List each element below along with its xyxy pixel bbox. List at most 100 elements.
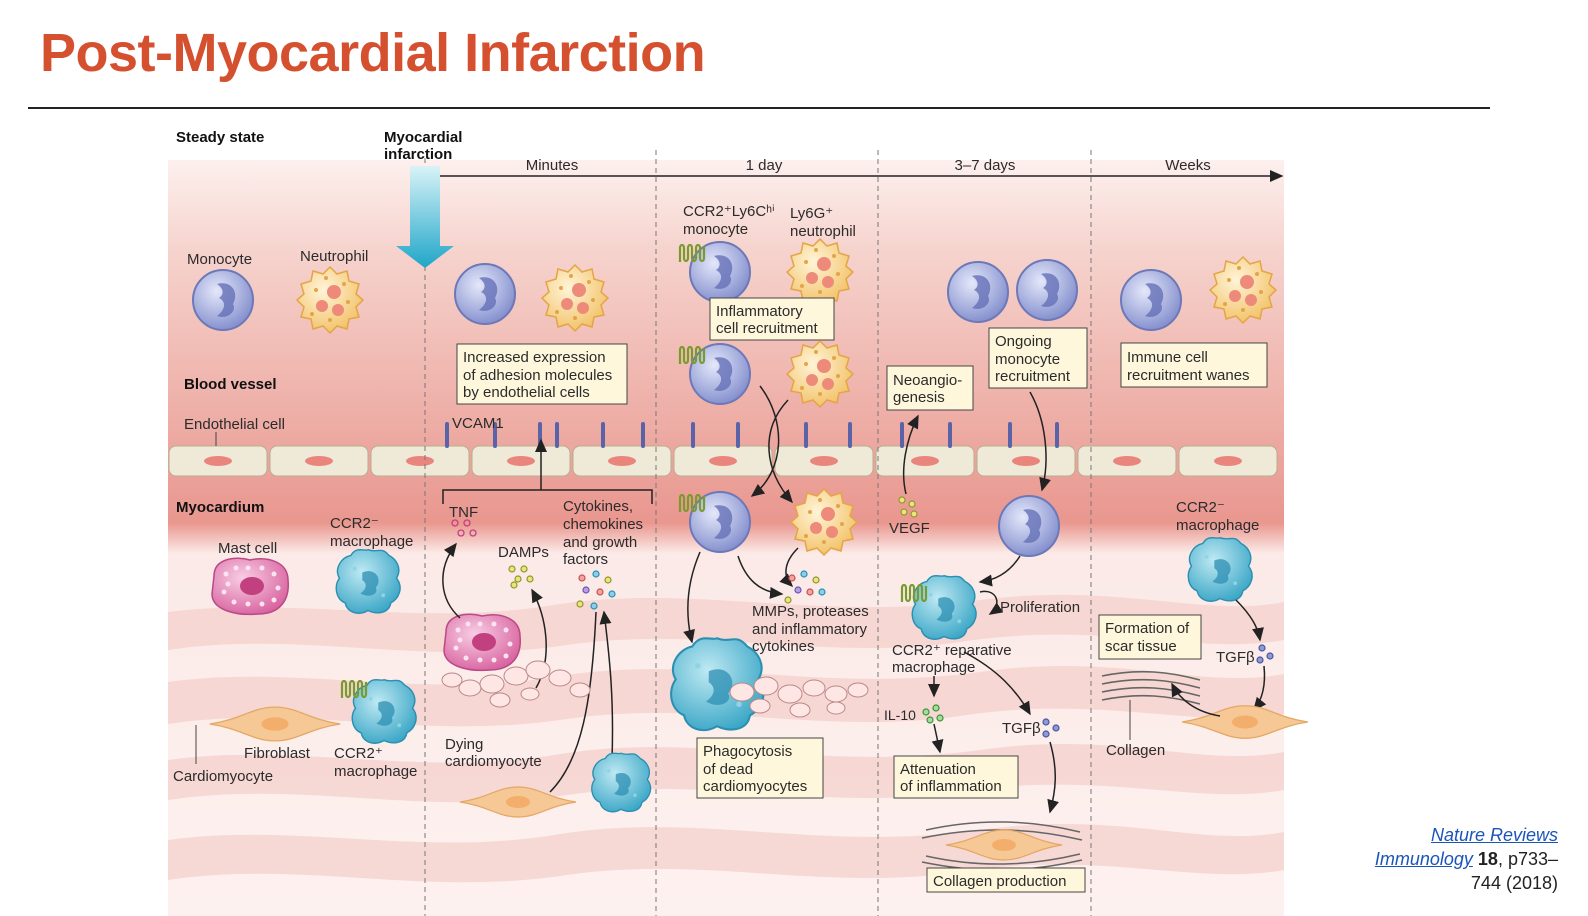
vegf-label: VEGF	[889, 520, 930, 537]
ccr2pos-macrophage	[591, 752, 652, 813]
fibroblast-label: Fibroblast	[244, 745, 311, 762]
vcam1-label: VCAM1	[452, 415, 504, 432]
mmps-label: and inflammatory	[752, 621, 868, 638]
ccr2-receptor	[340, 680, 368, 700]
timeline-minutes: Minutes	[526, 157, 579, 174]
collagen-label: Collagen	[1106, 742, 1165, 759]
cytokines-label: and growth	[563, 534, 637, 551]
il10-label: IL-10	[884, 707, 916, 723]
wanes-text: recruitment wanes	[1127, 367, 1250, 384]
citation-volume: 18	[1477, 849, 1498, 869]
adhesion-text: by endothelial cells	[463, 384, 590, 401]
tgfb-label: TGFβ	[1002, 720, 1041, 737]
reparative-label: CCR2⁺ reparative	[892, 642, 1012, 659]
ccr2neg-label-b: macrophage	[330, 533, 413, 550]
tnf-label: TNF	[449, 504, 478, 521]
ccr2-ly6c-label: CCR2⁺Ly6Cʰⁱ	[683, 203, 775, 220]
monocyte-cell	[454, 263, 516, 325]
vcam1-molecule	[948, 422, 952, 448]
cytokines-label: Cytokines,	[563, 498, 633, 515]
phagocytosis-text: cardiomyocytes	[703, 778, 807, 795]
neoangio-box	[886, 365, 974, 411]
neoangio-text: genesis	[893, 389, 945, 406]
endothelial-layer	[168, 422, 1278, 477]
vcam1-molecule	[1008, 422, 1012, 448]
timeline-3-7days: 3–7 days	[955, 157, 1016, 174]
inflammatory-box	[709, 297, 835, 341]
ongoing-text: recruitment	[995, 368, 1071, 385]
wanes-text: Immune cell	[1127, 349, 1208, 366]
ccr2pos-label-a: CCR2⁺	[334, 745, 383, 762]
attenuation-text: Attenuation	[900, 761, 976, 778]
citation-journal-line2: Immunology	[1374, 849, 1473, 869]
mast-cell-label: Mast cell	[218, 540, 277, 557]
ly6g-label: neutrophil	[790, 223, 856, 240]
scar-box	[1098, 614, 1202, 660]
phagocytosis-box	[696, 737, 824, 799]
attenuation-text: of inflammation	[900, 778, 1002, 795]
inflammatory-text: cell recruitment	[716, 320, 819, 337]
adhesion-text: of adhesion molecules	[463, 367, 612, 384]
collagen-production-text: Collagen production	[933, 873, 1066, 890]
ccr2-receptor	[678, 244, 706, 264]
tgfb2-particles	[1256, 644, 1274, 664]
endothelial-nucleus	[911, 456, 939, 466]
ccr2pos-label-b: macrophage	[334, 763, 417, 780]
collagen-production-box	[926, 867, 1086, 893]
mmps-label: cytokines	[752, 638, 815, 655]
neoangio-text: Neoangio-	[893, 372, 962, 389]
ongoing-text: monocyte	[995, 351, 1060, 368]
endothelial-nucleus	[709, 456, 737, 466]
dying-label: cardiomyocyte	[445, 753, 542, 770]
phagocytosis-text: Phagocytosis	[703, 743, 792, 760]
slide-title: Post-Myocardial Infarction	[40, 23, 706, 83]
endothelial-nucleus	[1113, 456, 1141, 466]
monocyte-cell	[192, 269, 254, 331]
timeline-labels: Minutes 1 day 3–7 days Weeks	[526, 157, 1211, 174]
wanes-box	[1120, 342, 1268, 388]
ccr2neg-macrophage	[335, 548, 401, 614]
citation-pages: , p733–	[1497, 849, 1558, 869]
dying-cardiomyocyte	[729, 676, 869, 718]
ccr2-ly6c-label: monocyte	[683, 221, 748, 238]
ccr2neg-weeks-label: macrophage	[1176, 517, 1259, 534]
title-divider	[28, 107, 1490, 109]
ongoing-text: Ongoing	[995, 333, 1052, 350]
endothelial-nucleus	[608, 456, 636, 466]
il10-particles	[922, 704, 944, 724]
ly6g-label: Ly6G⁺	[790, 205, 833, 222]
vcam1-molecule	[445, 422, 449, 448]
reparative-label: macrophage	[892, 659, 975, 676]
ccr2-receptor	[678, 346, 706, 366]
mast-cell	[443, 613, 521, 672]
mmp-particles	[784, 570, 826, 604]
cytokines-label: chemokines	[563, 516, 643, 533]
infarction-arrow	[396, 166, 454, 268]
vcam1-molecule	[900, 422, 904, 448]
ccr2neg-weeks-label: CCR2⁻	[1176, 499, 1225, 516]
dying-label: Dying	[445, 736, 483, 753]
blood-vessel-label: Blood vessel	[184, 376, 277, 393]
inflammatory-text: Inflammatory	[716, 303, 803, 320]
citation-pages-2: 744 (2018)	[1470, 873, 1558, 893]
tgfb-particles	[1042, 718, 1060, 738]
endothelial-nucleus	[507, 456, 535, 466]
adhesion-box	[456, 343, 628, 405]
damps-label: DAMPs	[498, 544, 549, 561]
endothelial-nucleus	[406, 456, 434, 466]
scar-text: scar tissue	[1105, 638, 1177, 655]
ccr2-receptor	[900, 584, 928, 604]
vcam1-molecule	[601, 422, 605, 448]
vegf-particles	[898, 496, 918, 518]
damps-particles	[508, 565, 534, 589]
cytokine-particles	[576, 570, 616, 610]
endothelial-label: Endothelial cell	[184, 416, 285, 433]
endothelial-nucleus	[1214, 456, 1242, 466]
vcam1-molecule	[804, 422, 808, 448]
cardiomyocyte-label: Cardiomyocyte	[173, 768, 273, 785]
citation-journal-line1: Nature Reviews	[1430, 825, 1558, 845]
vcam1-molecule	[555, 422, 559, 448]
